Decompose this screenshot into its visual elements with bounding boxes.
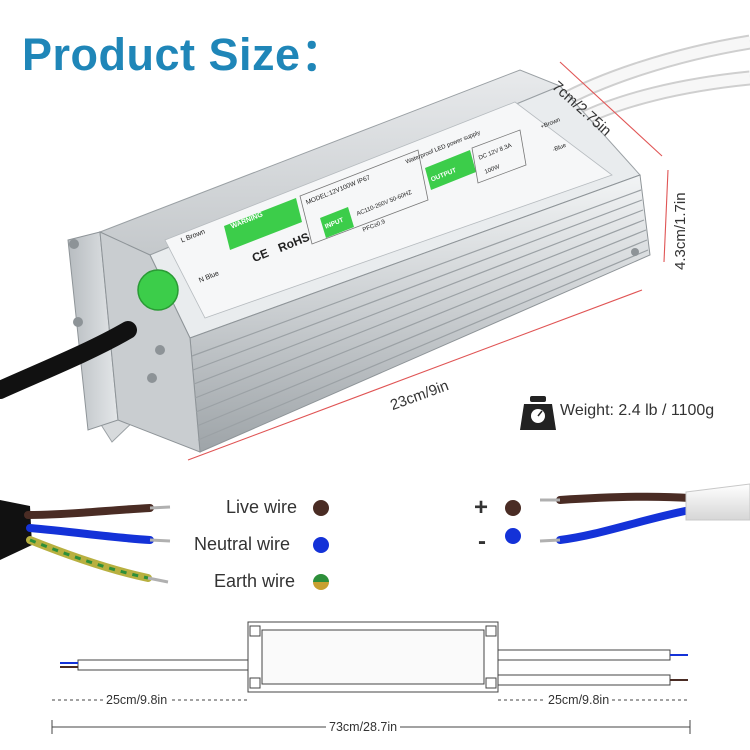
scale-icon [520, 396, 556, 430]
bottom-schematic [51, 621, 691, 734]
output-lead-length: 25cm/9.8in [546, 693, 612, 707]
neutral-wire-label: Neutral wire [194, 534, 291, 554]
page-title: Product Size： [22, 29, 347, 80]
live-wire-label: Live wire [226, 497, 298, 517]
neutral-wire-dot [313, 537, 329, 553]
earth-wire-label: Earth wire [214, 571, 296, 591]
ac-wire-illustration [0, 500, 171, 584]
output-cables [556, 34, 750, 127]
live-wire-dot [313, 500, 329, 516]
earth-wire-dot [313, 574, 329, 590]
total-length: 73cm/28.7in [326, 720, 401, 734]
label-panel [137, 101, 613, 319]
positive-sign: + [474, 494, 489, 521]
dimension-lines [187, 61, 669, 461]
weight-label: Weight: 2.4 lb / 1100g [560, 402, 715, 419]
input-lead-length: 25cm/9.8in [104, 693, 170, 707]
dc-wire-illustration [539, 483, 750, 544]
height-dimension-label: 4.3cm/1.7in [672, 192, 689, 270]
negative-wire-dot [505, 528, 521, 544]
positive-wire-dot [505, 500, 521, 516]
negative-sign: - [478, 528, 486, 555]
ac-input-cable [0, 321, 137, 399]
